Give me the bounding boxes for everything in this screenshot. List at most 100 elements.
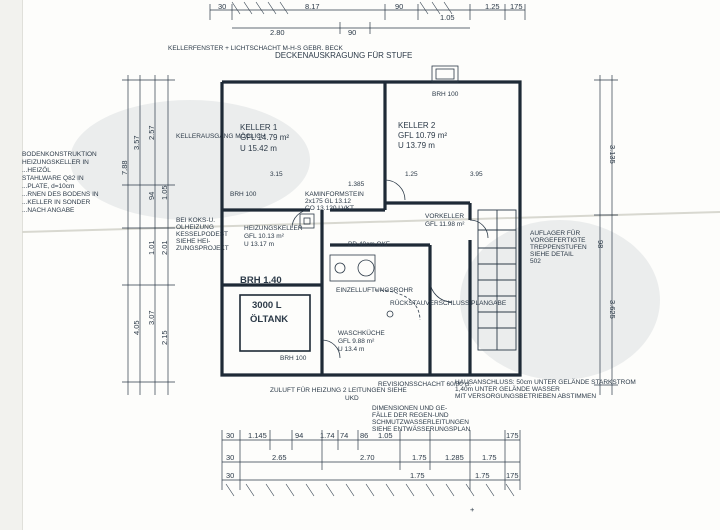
door-swings bbox=[291, 179, 489, 359]
interior-walls bbox=[222, 82, 472, 375]
bottom-dim-row3-4: 175 bbox=[506, 471, 519, 480]
top-dim-5: 1.25 bbox=[485, 2, 500, 11]
top-dim-2: 8.17 bbox=[305, 2, 320, 11]
bottom-dim-3: 94 bbox=[295, 431, 303, 440]
top-dim-row2-1: 2.80 bbox=[270, 28, 285, 37]
room-area: GFL 10.13 m² bbox=[244, 233, 285, 240]
note-hausanschluss: HAUSANSCHLUSS: 50cm UNTER GELÄNDE STARKS… bbox=[455, 378, 638, 400]
left-dim-5: 94 bbox=[147, 192, 156, 200]
left-dim-4: 1.05 bbox=[160, 185, 169, 200]
room-keller-2: KELLER 2 GFL 10.79 m² U 13.79 m bbox=[398, 121, 447, 150]
bottom-dim-row2-1: 30 bbox=[226, 453, 234, 462]
right-dim-1: 3.135 bbox=[608, 145, 617, 164]
chimney bbox=[299, 213, 315, 229]
waschkueche-fixtures bbox=[329, 254, 421, 321]
room-heizungskeller: HEIZUNGSKELLER GFL 10.13 m² U 13.17 m bbox=[244, 225, 303, 248]
bottom-dim-row2-5: 1.285 bbox=[445, 453, 464, 462]
bottom-dim-row2-3: 2.70 bbox=[360, 453, 375, 462]
room-name: WASCHKÜCHE bbox=[338, 329, 385, 337]
left-dim-10: 2.15 bbox=[160, 330, 169, 345]
top-dimension-chain: 30 8.17 90 1.05 1.25 175 2.80 90 bbox=[209, 2, 526, 37]
top-dim-1: 30 bbox=[218, 2, 226, 11]
note-revisionsschacht: REVISIONSSCHACHT 60/80 cl. bbox=[378, 381, 471, 388]
bottom-dim-row2-4: 1.75 bbox=[412, 453, 427, 462]
bottom-dim-row3-3: 1.75 bbox=[475, 471, 490, 480]
note-deckenauskragung: DECKENAUSKRAGUNG FÜR STUFE bbox=[275, 51, 412, 60]
top-dim-3: 90 bbox=[395, 2, 403, 11]
note-kaminformstein: KAMINFORMSTEIN 2x175 GL 13.12 CO 13.120 … bbox=[305, 191, 366, 212]
interior-dim-1: 3.15 bbox=[270, 171, 283, 178]
note-auflager: AUFLAGER FÜR VORGEFERTIGTE TREPPENSTUFEN… bbox=[530, 229, 589, 265]
bottom-dim-8: 175 bbox=[506, 431, 519, 440]
exterior-walls bbox=[220, 65, 522, 377]
oil-tank: 3000 L ÖLTANK bbox=[239, 294, 311, 352]
staircase bbox=[477, 209, 517, 351]
room-vorkeller: VORKELLER GFL 11.98 m² bbox=[425, 213, 465, 228]
interior-dim-4: 3.95 bbox=[470, 171, 483, 178]
bottom-dim-row3-2: 1.75 bbox=[410, 471, 425, 480]
room-name: KELLER 1 bbox=[240, 123, 278, 132]
note-bd: BD 40cm OKF bbox=[348, 241, 390, 248]
left-dim-2: 3.57 bbox=[132, 135, 141, 150]
note-zuluft: ZULUFT FÜR HEIZUNG 2 LEITUNGEN SIEHE bbox=[270, 386, 407, 394]
right-dim-2: 3.625 bbox=[608, 300, 617, 319]
left-dim-8: 4.05 bbox=[132, 320, 141, 335]
bottom-dim-2: 1.145 bbox=[248, 431, 267, 440]
bottom-marker: + bbox=[470, 505, 475, 514]
room-name: VORKELLER bbox=[425, 213, 464, 220]
room-waschkueche: WASCHKÜCHE GFL 9.88 m² U 13.4 m bbox=[338, 329, 385, 353]
interior-dim-3: 1.25 bbox=[405, 171, 418, 178]
top-hatch-band bbox=[231, 1, 453, 15]
left-dim-1: 7.88 bbox=[120, 160, 129, 175]
note-kellerfenster: KELLERFENSTER + LICHTSCHACHT M-H-S GEBR.… bbox=[168, 45, 344, 52]
room-perimeter: U 15.42 m bbox=[240, 144, 277, 153]
tank-label: ÖLTANK bbox=[250, 314, 288, 325]
note-dimensionen: DIMENSIONEN UND GE- FÄLLE DER REGEN-UND … bbox=[372, 405, 471, 433]
right-dim-3: 98 bbox=[596, 240, 605, 248]
right-dimension-chain: 3.135 3.625 98 bbox=[594, 75, 618, 395]
bottom-hatch-band bbox=[225, 483, 515, 497]
note-ukd: UKD bbox=[345, 395, 359, 402]
brh-tank: BRH 100 bbox=[280, 355, 307, 362]
bottom-dim-row2-6: 1.75 bbox=[482, 453, 497, 462]
note-rueckstau: RÜCKSTAUVERSCHLUSS PLANGABE bbox=[390, 299, 507, 307]
room-area: GFL 10.79 m² bbox=[398, 131, 447, 140]
bottom-dim-5: 74 bbox=[340, 431, 348, 440]
room-area: GFL 11.98 m² bbox=[425, 221, 465, 228]
room-area: GFL 14.79 m² bbox=[240, 133, 289, 142]
room-perimeter: U 13.17 m bbox=[244, 241, 274, 248]
tank-capacity: 3000 L bbox=[252, 300, 282, 311]
paper-stain bbox=[70, 100, 310, 220]
bottom-dim-7: 1.05 bbox=[378, 431, 393, 440]
left-dimension-chain: 7.88 3.57 2.57 1.05 94 2.01 1.01 4.05 3.… bbox=[120, 75, 175, 395]
bottom-dim-1: 30 bbox=[226, 431, 234, 440]
note-koks: BEI KOKS-U. OLHEIZUNG KESSELPODEST SIEHE… bbox=[176, 217, 230, 252]
room-name: KELLER 2 bbox=[398, 121, 436, 130]
left-dim-3: 2.57 bbox=[147, 125, 156, 140]
room-area: GFL 9.88 m² bbox=[338, 338, 375, 345]
bottom-dim-6: 86 bbox=[360, 431, 368, 440]
top-dim-4: 1.05 bbox=[440, 13, 455, 22]
top-dim-6: 175 bbox=[510, 2, 523, 11]
brh-heizung: BRH 1.40 bbox=[240, 275, 282, 286]
bottom-dim-row2-2: 2.65 bbox=[272, 453, 287, 462]
left-dim-9: 3.07 bbox=[147, 310, 156, 325]
paper-edge bbox=[0, 0, 23, 530]
note-einzelluft: EINZELLUFTUNGSROHR bbox=[336, 287, 413, 294]
bottom-dimension-chain: 30 1.145 94 1.74 74 86 1.05 175 30 2.65 … bbox=[221, 430, 521, 490]
left-dim-7: 1.01 bbox=[147, 240, 156, 255]
top-dim-row2-2: 90 bbox=[348, 28, 356, 37]
room-perimeter: U 13.79 m bbox=[398, 141, 435, 150]
bottom-dim-4: 1.74 bbox=[320, 431, 335, 440]
room-perimeter: U 13.4 m bbox=[338, 346, 364, 353]
brh-keller-2: BRH 100 bbox=[432, 91, 459, 98]
room-keller-1: KELLER 1 GFL 14.79 m² U 15.42 m bbox=[240, 123, 289, 153]
left-dim-6: 2.01 bbox=[160, 240, 169, 255]
bottom-dim-row3-1: 30 bbox=[226, 471, 234, 480]
room-name: HEIZUNGSKELLER bbox=[244, 225, 303, 232]
interior-dim-2: 1.385 bbox=[348, 181, 365, 188]
brh-left: BRH 100 bbox=[230, 191, 257, 198]
note-left: BODENKONSTRUKTION HEIZUNGSKELLER IN ...H… bbox=[22, 151, 100, 214]
